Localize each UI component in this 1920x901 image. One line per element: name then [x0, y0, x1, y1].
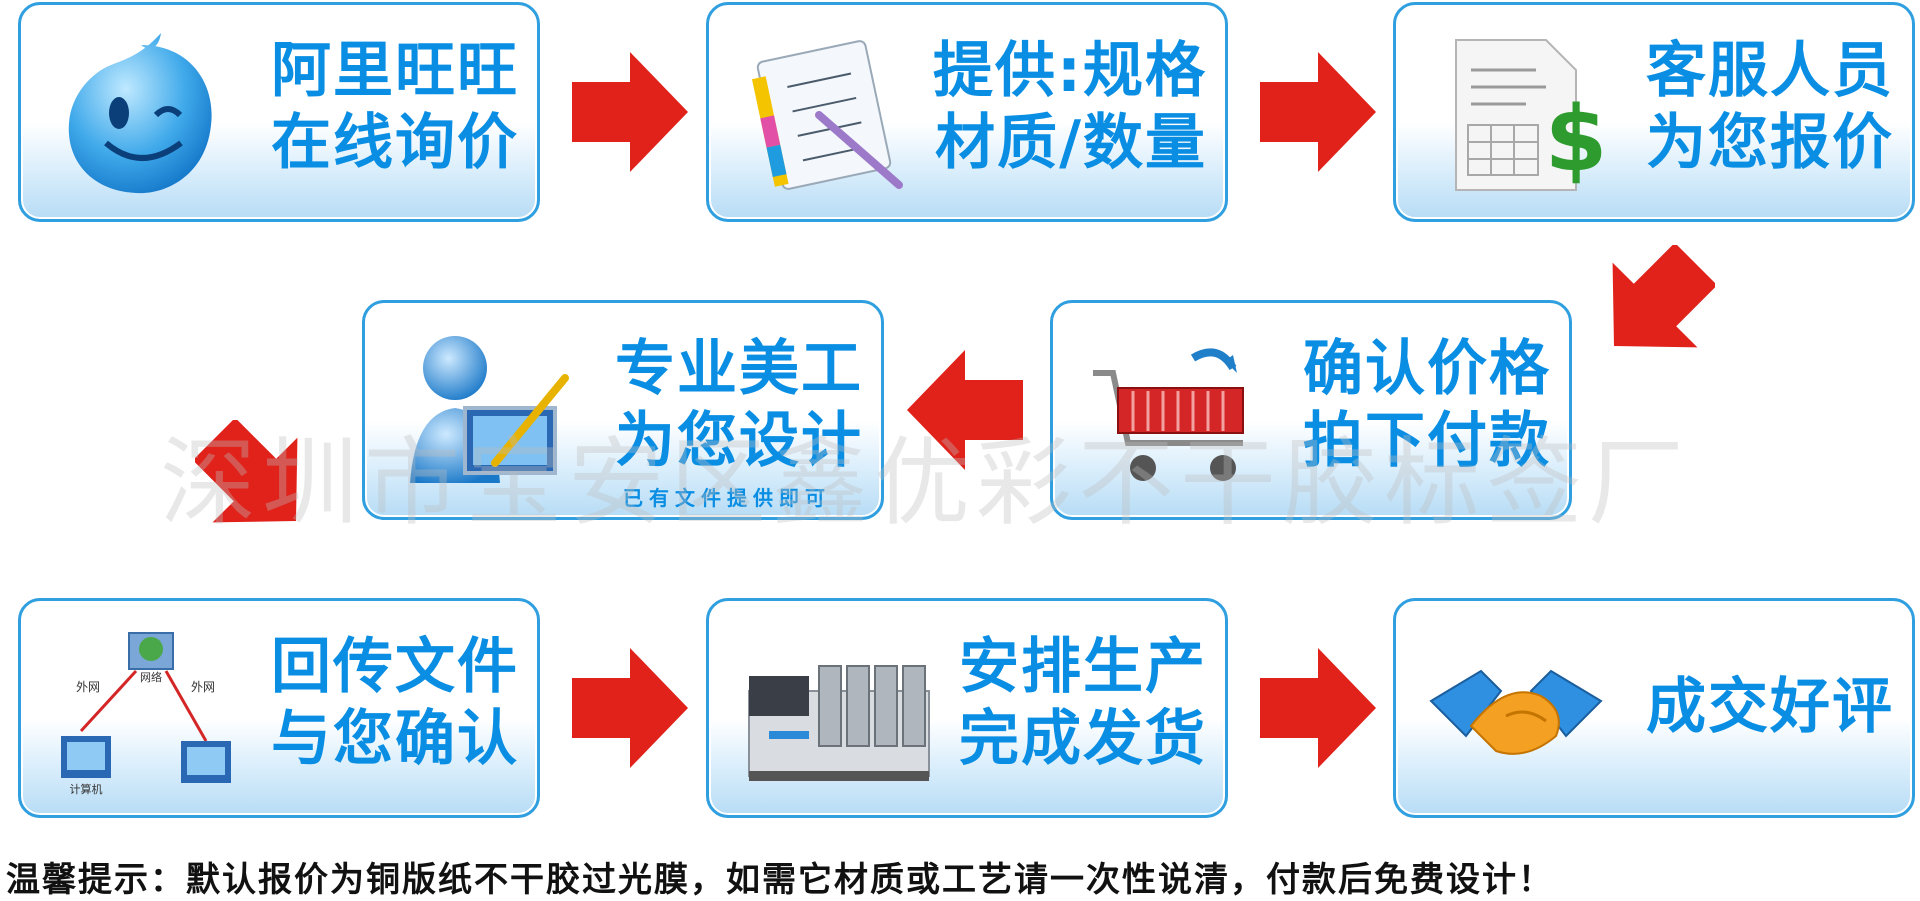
notebook-pen-icon — [739, 25, 919, 205]
step-4-line2: 拍下付款 — [1303, 406, 1551, 476]
step-card-5: 专业美工 为您设计 已有文件提供即可 — [362, 300, 884, 520]
step-2-line2: 材质/数量 — [935, 108, 1207, 178]
arrow-right-3 — [570, 648, 690, 768]
step-card-3: $ 客服人员 为您报价 — [1393, 2, 1915, 222]
invoice-dollar-icon: $ — [1426, 25, 1606, 205]
step-card-2: 提供:规格 材质/数量 — [706, 2, 1228, 222]
arrow-left — [905, 350, 1025, 470]
step-card-7: 安排生产 完成发货 — [706, 598, 1228, 818]
designer-icon — [395, 323, 575, 503]
step-1-line1: 阿里旺旺 — [271, 36, 519, 106]
arrow-down-left — [1595, 245, 1715, 365]
svg-text:$: $ — [1545, 87, 1606, 192]
step-1-line2: 在线询价 — [271, 108, 519, 178]
step-5-note: 已有文件提供即可 — [623, 486, 831, 510]
network-computers-icon: 网络 外网 外网 计算机 — [41, 621, 241, 801]
outer-net-right-label: 外网 — [191, 680, 215, 694]
handshake-icon — [1426, 621, 1606, 801]
step-5-line1: 专业美工 — [615, 334, 863, 404]
arrow-right-1 — [570, 52, 690, 172]
step-4-line1: 确认价格 — [1303, 334, 1551, 404]
pc-label: 计算机 — [70, 782, 103, 796]
step-7-line2: 完成发货 — [959, 704, 1207, 774]
printing-press-icon — [739, 621, 939, 801]
step-8-line1: 成交好评 — [1646, 672, 1894, 742]
step-2-line1: 提供:规格 — [933, 36, 1207, 106]
wangwang-mascot-icon — [51, 25, 231, 205]
step-5-line2: 为您设计 — [615, 406, 863, 476]
arrow-right-4 — [1258, 648, 1378, 768]
shopping-cart-icon — [1083, 323, 1263, 503]
step-card-8: 成交好评 — [1393, 598, 1915, 818]
outer-net-left-label: 外网 — [76, 680, 100, 694]
arrow-down-right — [195, 420, 315, 540]
step-7-line1: 安排生产 — [959, 632, 1207, 702]
step-card-4: 确认价格 拍下付款 — [1050, 300, 1572, 520]
step-3-line1: 客服人员 — [1646, 36, 1894, 106]
footer-tip: 温馨提示：默认报价为铜版纸不干胶过光膜，如需它材质或工艺请一次性说清，付款后免费… — [6, 860, 1554, 900]
step-card-6: 网络 外网 外网 计算机 回传文件 与您确认 — [18, 598, 540, 818]
step-card-1: 阿里旺旺 在线询价 — [18, 2, 540, 222]
arrow-right-2 — [1258, 52, 1378, 172]
step-6-line1: 回传文件 — [271, 632, 519, 702]
step-6-line2: 与您确认 — [271, 704, 519, 774]
net-label: 网络 — [140, 670, 162, 684]
step-3-line2: 为您报价 — [1646, 108, 1894, 178]
